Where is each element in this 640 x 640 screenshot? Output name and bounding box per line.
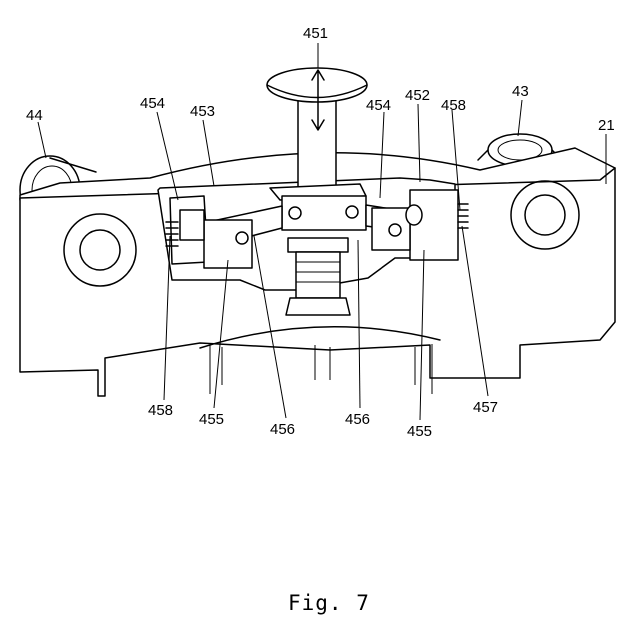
figure-caption: Fig. 7 bbox=[288, 591, 370, 615]
label-454-left: 454 bbox=[140, 95, 165, 112]
label-21: 21 bbox=[598, 117, 615, 134]
label-456-right: 456 bbox=[345, 411, 370, 428]
label-43: 43 bbox=[512, 83, 529, 100]
label-44: 44 bbox=[26, 107, 43, 124]
label-456-left: 456 bbox=[270, 421, 295, 438]
label-453: 453 bbox=[190, 103, 215, 120]
label-457: 457 bbox=[473, 399, 498, 416]
label-455-left: 455 bbox=[199, 411, 224, 428]
label-454-right: 454 bbox=[366, 97, 391, 114]
label-455-right: 455 bbox=[407, 423, 432, 440]
label-452: 452 bbox=[405, 87, 430, 104]
label-451: 451 bbox=[303, 25, 328, 42]
label-458-bottom: 458 bbox=[148, 402, 173, 419]
label-458-top: 458 bbox=[441, 97, 466, 114]
